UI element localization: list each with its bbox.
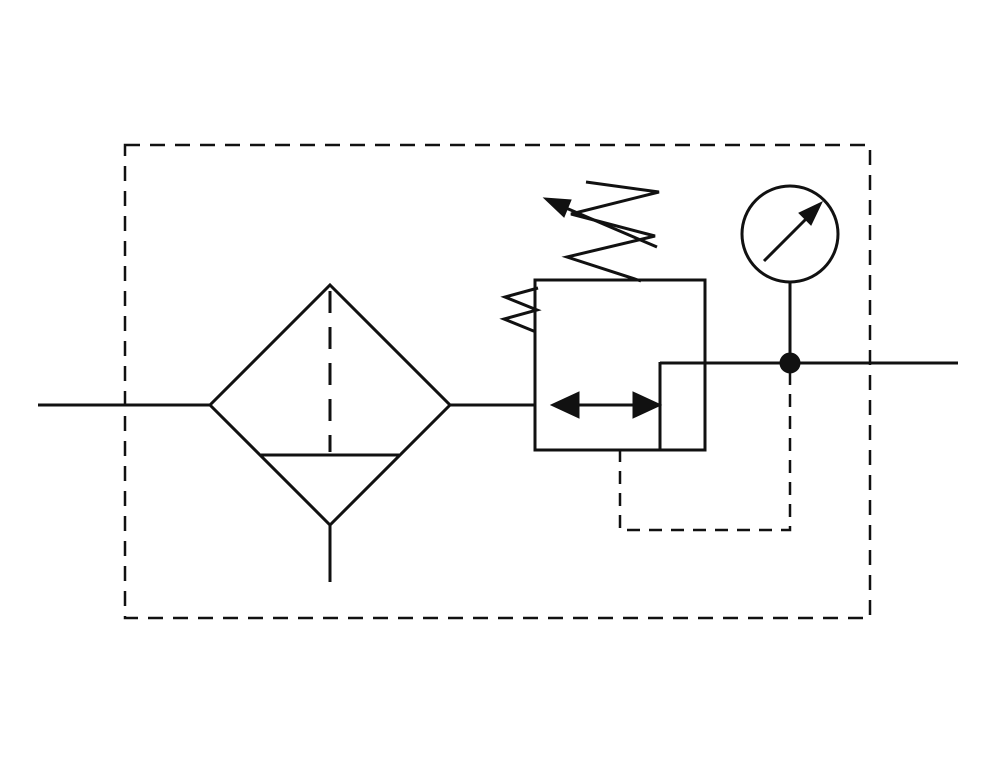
adjustment-arrowhead — [542, 197, 572, 218]
adjustment-spring-zigzag — [561, 180, 660, 283]
relief-spring-zigzag — [499, 286, 542, 334]
pilot-feedback-dashed-line — [618, 365, 792, 532]
regulator-body-box — [533, 278, 707, 452]
enclosure-dashed-box — [123, 143, 872, 620]
regulator-flow-arrowhead-right — [632, 391, 663, 419]
gauge-needle-shaft — [762, 217, 808, 263]
adjustment-arrow-shaft — [565, 206, 658, 249]
gauge-needle-arrowhead — [798, 200, 824, 226]
regulator-flow-arrowhead-left — [549, 391, 580, 419]
